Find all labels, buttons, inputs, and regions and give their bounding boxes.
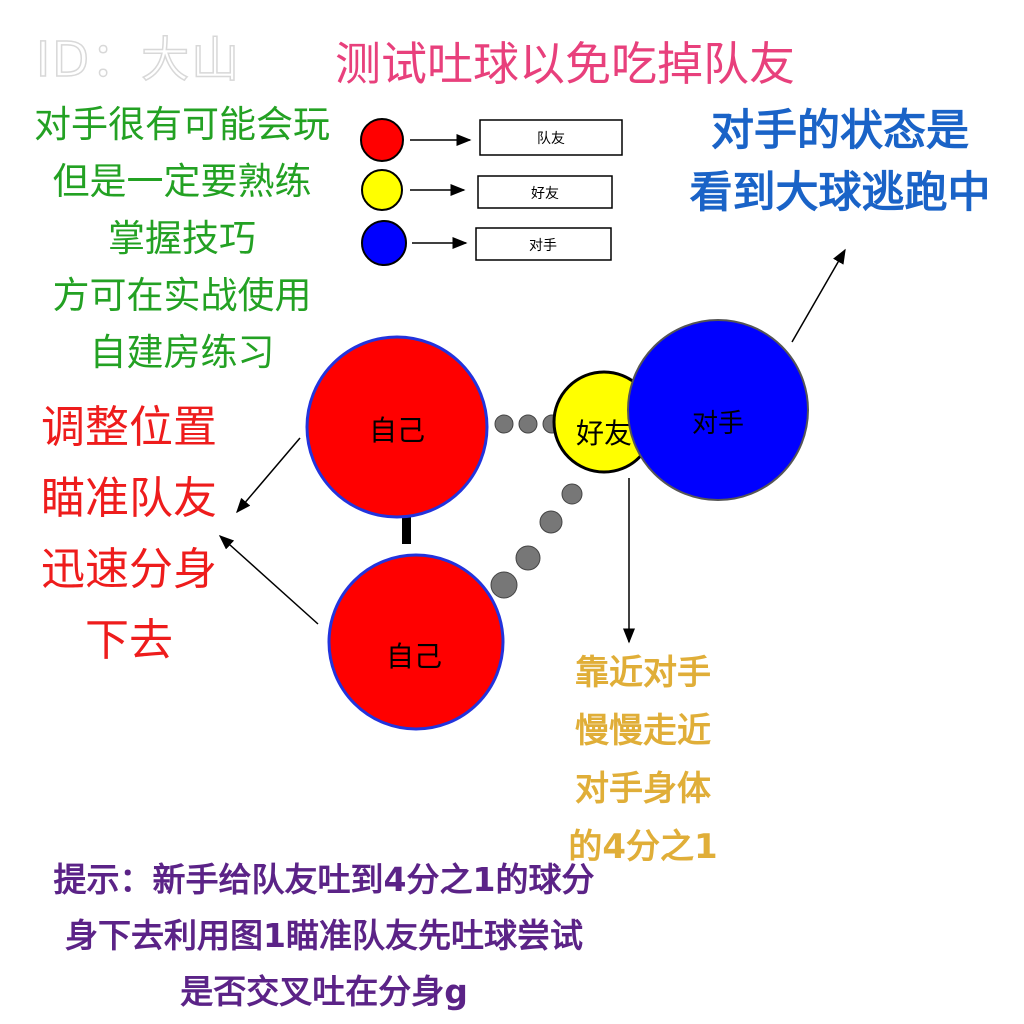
legend-label-friend: 好友 — [531, 186, 559, 202]
hint-line: 提示：新手给队友吐到4分之1的球分 — [53, 860, 595, 899]
red-note-line: 调整位置 — [41, 402, 217, 453]
orange-notes: 靠近对手 慢慢走近 对手身体 的4分之1 — [558, 644, 728, 876]
blue-notes: 对手的状态是 看到大球逃跑中 — [662, 100, 1018, 224]
spit-dot — [494, 414, 514, 434]
red-note-line: 下去 — [85, 615, 173, 666]
spit-dots-diagonal — [490, 483, 583, 599]
watermark: ID：大山 — [35, 31, 242, 89]
purple-hint: 提示：新手给队友吐到4分之1的球分 身下去利用图1瞄准队友先吐球尝试 是否交叉吐… — [14, 852, 634, 1020]
red-note-line: 瞄准队友 — [41, 473, 217, 524]
legend-box-friend — [477, 175, 613, 209]
green-notes: 对手很有可能会玩 但是一定要熟练 掌握技巧 方可在实战使用 自建房练习 — [14, 96, 350, 381]
green-note-line: 对手很有可能会玩 — [34, 103, 330, 146]
legend-box-teammate — [479, 119, 623, 156]
orange-note-line: 对手身体 — [575, 769, 711, 809]
blue-note-line: 看到大球逃跑中 — [689, 168, 991, 218]
legend-blue-circle — [361, 220, 407, 266]
legend-red-circle — [360, 118, 404, 162]
friend-ball-label: 好友 — [576, 417, 632, 450]
green-note-line: 掌握技巧 — [108, 217, 256, 260]
self-ball-bottom — [327, 553, 505, 731]
green-note-line: 自建房练习 — [89, 331, 275, 374]
hint-line: 是否交叉吐在分身g — [180, 972, 468, 1011]
legend-label-opponent: 对手 — [529, 238, 557, 254]
opponent-ball-label: 对手 — [692, 409, 744, 439]
spit-dot — [490, 571, 518, 599]
green-note-line: 方可在实战使用 — [52, 274, 312, 317]
legend-yellow-circle — [361, 169, 403, 211]
hint-line: 身下去利用图1瞄准队友先吐球尝试 — [65, 916, 583, 955]
page-title: 测试吐球以免吃掉队友 — [335, 37, 795, 91]
spit-dots-top — [494, 414, 562, 434]
orange-note-line: 慢慢走近 — [575, 711, 711, 751]
orange-note-line: 靠近对手 — [575, 653, 711, 693]
arrow-to-red-notes-lower — [218, 534, 319, 625]
self-ball-bottom-label: 自己 — [386, 640, 442, 673]
orange-note-line: 的4分之1 — [568, 827, 718, 867]
arrow-to-blue-notes — [791, 248, 846, 343]
blue-note-line: 对手的状态是 — [711, 106, 969, 156]
split-connector — [402, 500, 411, 544]
self-ball-top-label: 自己 — [369, 414, 425, 447]
arrow-to-red-notes — [236, 437, 301, 514]
green-note-line: 但是一定要熟练 — [52, 160, 312, 203]
spit-dot — [561, 483, 583, 505]
legend-box-opponent — [475, 227, 612, 261]
legend-label-teammate: 队友 — [537, 131, 565, 147]
self-ball-top — [305, 335, 489, 519]
spit-dot — [539, 510, 563, 534]
spit-dot — [518, 414, 538, 434]
red-notes: 调整位置 瞄准队友 迅速分身 下去 — [24, 392, 234, 676]
red-note-line: 迅速分身 — [41, 544, 217, 595]
spit-dot — [515, 545, 541, 571]
opponent-ball — [627, 319, 809, 501]
legend: 队友 好友 对手 — [360, 118, 623, 266]
